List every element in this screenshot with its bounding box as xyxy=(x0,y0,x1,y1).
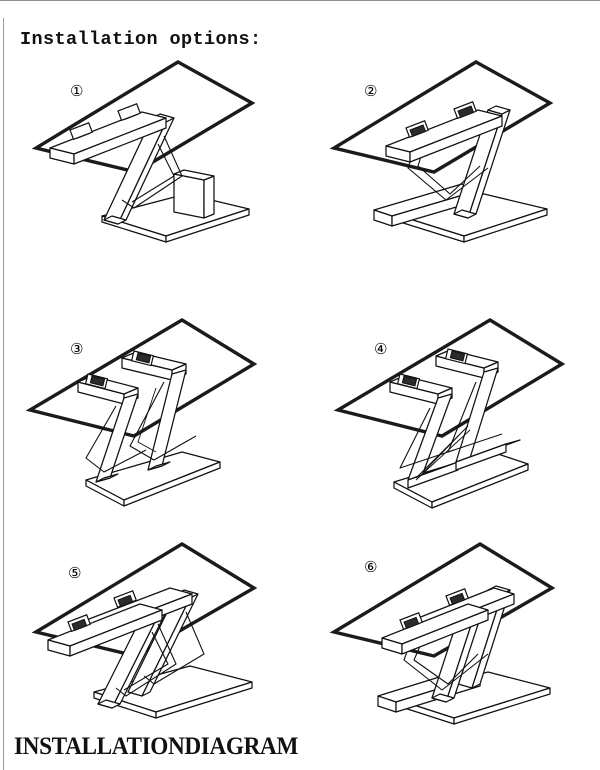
page-title: Installation options: xyxy=(20,29,262,51)
badge-option-3: ③ xyxy=(70,340,84,358)
badge-option-1: ① xyxy=(70,82,84,100)
riser-block xyxy=(173,169,215,219)
page-rule-left xyxy=(3,18,4,770)
badge-option-2: ② xyxy=(364,82,378,100)
diagram-option-1 xyxy=(31,60,256,243)
mounting-pad-2 xyxy=(457,105,475,119)
mounting-pad-1 xyxy=(401,375,418,387)
z-inner-loop-2 xyxy=(131,143,175,203)
diagram-option-4 xyxy=(333,318,566,509)
figure-option-4: ④ xyxy=(312,310,600,540)
diagram-option-6 xyxy=(329,542,556,725)
mounting-pad-1-edge xyxy=(69,122,94,141)
glass-panel xyxy=(333,318,566,438)
bracket-right-inner xyxy=(447,381,503,453)
bracket-right-inner-2 xyxy=(137,387,157,453)
top-arm-front xyxy=(47,603,163,657)
mounting-pad-1 xyxy=(71,618,88,632)
top-arm xyxy=(49,111,167,165)
figure-option-1: ① xyxy=(14,48,304,278)
mounting-pad-2 xyxy=(449,350,466,362)
mounting-pad-2 xyxy=(449,592,466,606)
bracket-left-inner xyxy=(85,405,147,473)
mounting-pad-1 xyxy=(409,124,427,138)
figure-option-2: ② xyxy=(312,48,600,278)
badge-option-4: ④ xyxy=(374,340,388,358)
figure-option-6: ⑥ xyxy=(322,532,600,762)
mounting-pad-1 xyxy=(89,375,106,387)
badge-option-6: ⑥ xyxy=(364,558,378,576)
glass-panel xyxy=(25,318,258,438)
top-arm-front xyxy=(381,603,489,655)
page-caption: INSTALLATIONDIAGRAM xyxy=(14,733,299,760)
mounting-pad-2 xyxy=(117,594,134,608)
diagram-option-5 xyxy=(31,542,258,719)
base-plate xyxy=(93,665,253,719)
bracket-left xyxy=(77,375,139,483)
bracket-left-inner xyxy=(399,407,455,469)
figure-option-3: ③ xyxy=(4,310,294,540)
z-rear-loop xyxy=(143,611,205,685)
page-rule-top xyxy=(0,0,600,1)
base-plate xyxy=(85,451,221,507)
mounting-pad-2-edge xyxy=(117,103,142,122)
mounting-pad-2 xyxy=(135,352,152,364)
linkage-hairlines xyxy=(415,425,471,481)
z-front-loop-inner xyxy=(123,631,169,691)
base-plate xyxy=(393,451,529,509)
figure-option-5: ⑤ xyxy=(14,532,304,762)
glass-panel xyxy=(329,542,556,658)
diagram-option-2 xyxy=(329,60,554,243)
diagram-option-3 xyxy=(25,318,258,507)
mounting-pad-1 xyxy=(403,616,420,630)
top-arm xyxy=(385,109,503,163)
glass-panel xyxy=(329,60,554,174)
badge-option-5: ⑤ xyxy=(68,564,82,582)
z-inner-loop xyxy=(121,135,183,209)
lower-rail xyxy=(373,183,481,227)
z-front-loop xyxy=(115,623,177,697)
